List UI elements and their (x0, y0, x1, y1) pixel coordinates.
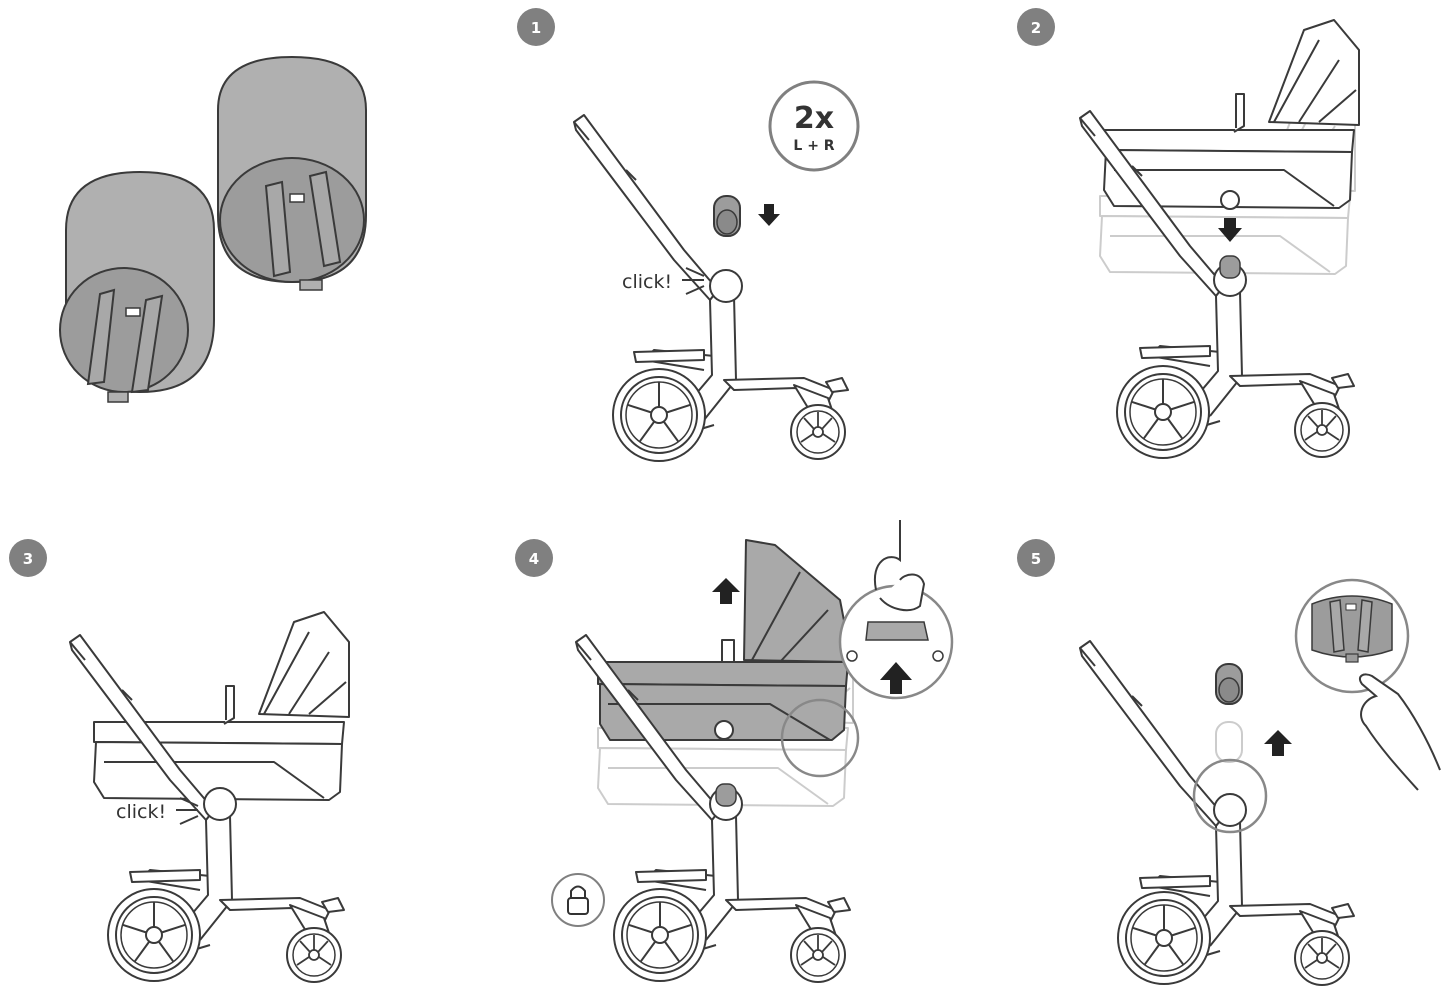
adapter-ghost (1216, 722, 1242, 762)
repeat-count: 2x (794, 101, 834, 136)
repeat-sides: L + R (793, 138, 834, 154)
arrow-icon (712, 578, 740, 604)
carrycot (1104, 20, 1359, 208)
adapter-small (714, 196, 740, 236)
click-label: click! (622, 271, 672, 293)
step-2: 2 (1017, 8, 1359, 458)
rear-wheel (614, 889, 706, 981)
step-4: 4 (515, 520, 952, 982)
hand-icon (1360, 674, 1440, 790)
arrow-icon (1264, 730, 1292, 756)
frame-joint (710, 270, 742, 302)
step-5: 5 (1017, 539, 1440, 985)
arrow-icon (758, 204, 780, 226)
step-number-5: 5 (1031, 550, 1041, 568)
carrycot-adapter-pair (60, 57, 366, 402)
adapter-release-zoom (1296, 580, 1408, 692)
step-3: 3 click! (9, 539, 349, 982)
step-number-4: 4 (529, 550, 539, 568)
adapter-left (60, 172, 214, 402)
lock-icon (552, 874, 604, 926)
front-wheel (791, 405, 845, 459)
step-number-2: 2 (1031, 19, 1041, 37)
hand-icon (875, 520, 924, 610)
step-1: 1 click! 2x L + R (517, 8, 858, 461)
step-number-3: 3 (23, 550, 33, 568)
rear-wheel (1118, 892, 1210, 984)
front-wheel (1295, 931, 1349, 985)
adapter-small (1216, 664, 1242, 704)
step-number-1: 1 (531, 19, 541, 37)
click-label: click! (116, 801, 166, 823)
adapter-right (218, 57, 366, 290)
front-wheel (287, 928, 341, 982)
rear-wheel (613, 369, 705, 461)
rear-wheel (108, 889, 200, 981)
front-wheel (1295, 403, 1349, 457)
rear-wheel (1117, 366, 1209, 458)
front-wheel (791, 928, 845, 982)
